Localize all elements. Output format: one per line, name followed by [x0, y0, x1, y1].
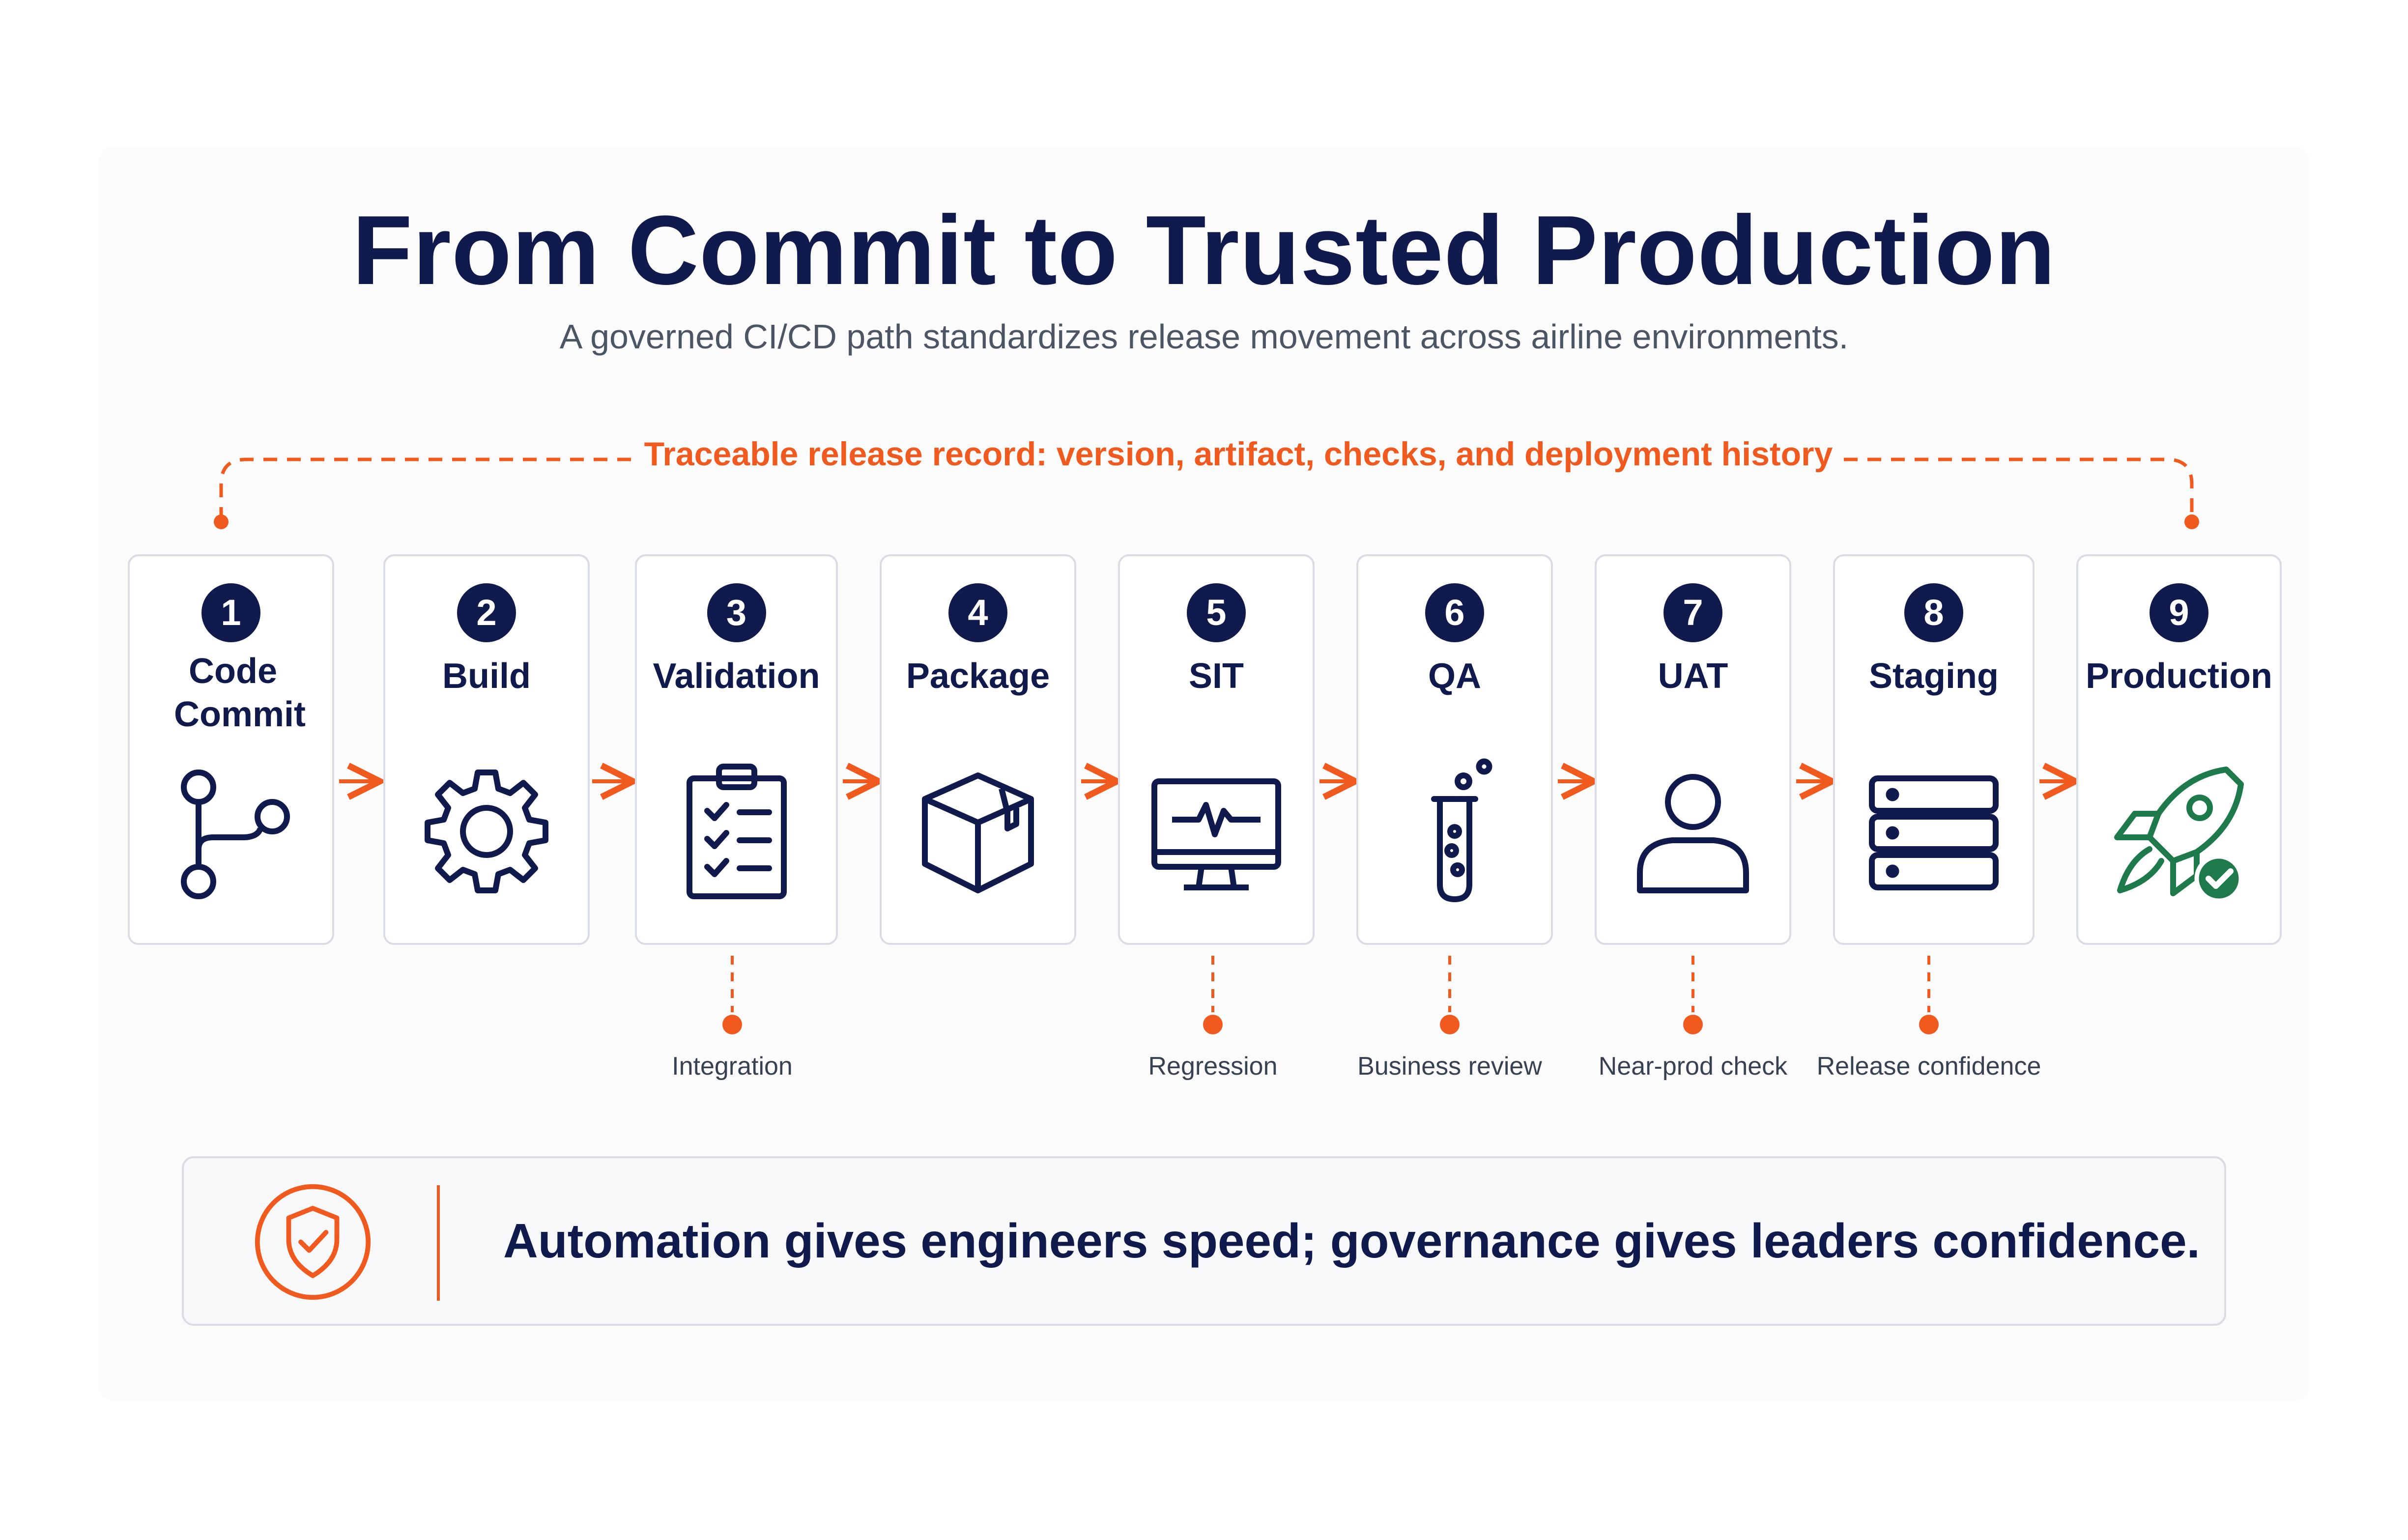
trace-bracket-end-dot [2184, 514, 2199, 529]
stage-card-code-commit: 1 Code Commit [128, 554, 334, 945]
test-tube-icon [1431, 758, 1492, 903]
stage-card-validation: 3 Validation [635, 554, 838, 945]
stage-card-qa: 6 QA [1356, 554, 1553, 945]
page-title: From Commit to Trusted Production [352, 196, 2056, 305]
trace-record-label: Traceable release record: version, artif… [639, 435, 1838, 473]
stage-card-sit: 5 SIT [1118, 554, 1315, 945]
page-subtitle: A governed CI/CD path standardizes relea… [559, 317, 1849, 356]
monitor-pulse-icon [1151, 778, 1281, 890]
stage-number-badge: 7 [1663, 583, 1722, 642]
stage-card-staging: 8 Staging [1833, 554, 2035, 945]
stage-name: Build [442, 656, 531, 696]
stage-name: Package [906, 656, 1050, 696]
box-icon [922, 772, 1034, 893]
stage-name: Staging [1869, 656, 1999, 696]
stage-note-business-review: Business review [1357, 1052, 1542, 1081]
stage-number-badge: 4 [948, 583, 1007, 642]
gear-icon [425, 770, 548, 893]
stage-number-badge: 6 [1425, 583, 1484, 642]
rocket-check-icon [2114, 767, 2244, 903]
stage-card-uat: 7 UAT [1595, 554, 1791, 945]
banner-message: Automation gives engineers speed; govern… [503, 1214, 2200, 1268]
stage-number-badge: 3 [707, 583, 766, 642]
stage-note-dots [722, 1015, 1939, 1034]
clipboard-checklist-icon [686, 764, 787, 899]
stage-number-badge: 2 [457, 583, 516, 642]
stage-note-integration: Integration [672, 1052, 793, 1081]
stage-name: QA [1428, 656, 1481, 696]
stage-note-leaders [731, 956, 1930, 1012]
stage-name: Validation [653, 656, 820, 696]
banner-divider [437, 1185, 440, 1301]
stage-number-badge: 1 [201, 583, 260, 642]
stage-note-near-prod-check: Near-prod check [1598, 1052, 1788, 1081]
key-message-banner: Automation gives engineers speed; govern… [182, 1156, 2226, 1326]
stage-number-badge: 8 [1904, 583, 1963, 642]
server-stack-icon [1869, 775, 1999, 890]
stage-name: Code Commit [174, 652, 306, 734]
user-icon [1637, 774, 1749, 893]
stage-card-production: 9 Production [2076, 554, 2282, 945]
stage-number-badge: 5 [1187, 583, 1246, 642]
stage-name: Production [2086, 656, 2272, 696]
shield-check-icon [255, 1184, 371, 1300]
stage-name: UAT [1658, 656, 1728, 696]
stage-name: SIT [1188, 656, 1244, 696]
git-branch-icon [181, 770, 290, 899]
stage-note-release-confidence: Release confidence [1816, 1052, 2041, 1081]
trace-bracket-start-dot [214, 514, 229, 529]
stage-card-build: 2 Build [383, 554, 590, 945]
stage-card-package: 4 Package [880, 554, 1076, 945]
stage-note-regression: Regression [1148, 1052, 1278, 1081]
trace-bracket [219, 457, 2194, 521]
stage-number-badge: 9 [2150, 583, 2208, 642]
